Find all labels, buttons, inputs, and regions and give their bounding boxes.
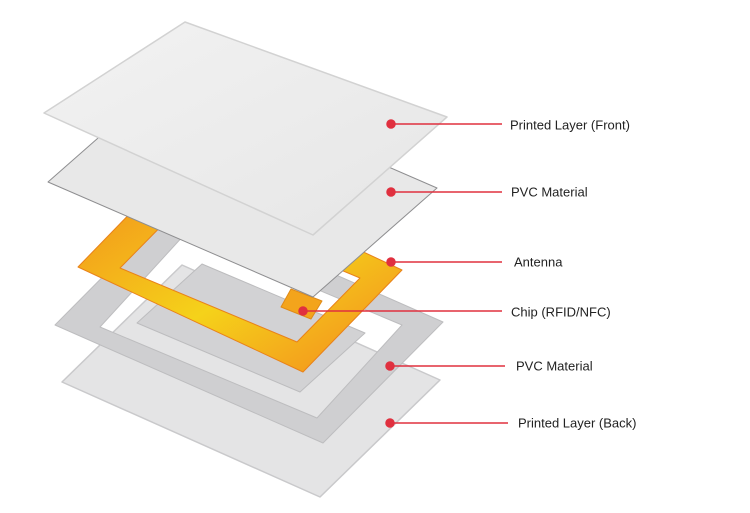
callout-dot: [385, 361, 395, 371]
label-chip: Chip (RFID/NFC): [511, 304, 611, 320]
callout-lines: [298, 119, 508, 428]
label-pvc-material-upper: PVC Material: [511, 184, 588, 200]
label-printed-layer-back: Printed Layer (Back): [518, 415, 637, 431]
printed-layer-front: [43, 21, 448, 236]
callout-dot: [298, 306, 308, 316]
pvc-material-lower: [54, 203, 444, 444]
callout-dot: [386, 257, 396, 267]
label-pvc-material-lower: PVC Material: [516, 358, 593, 374]
callout-dot: [385, 418, 395, 428]
label-printed-layer-front: Printed Layer (Front): [510, 117, 630, 133]
callout-dot: [386, 187, 396, 197]
label-antenna: Antenna: [514, 254, 563, 270]
callout-dot: [386, 119, 396, 129]
